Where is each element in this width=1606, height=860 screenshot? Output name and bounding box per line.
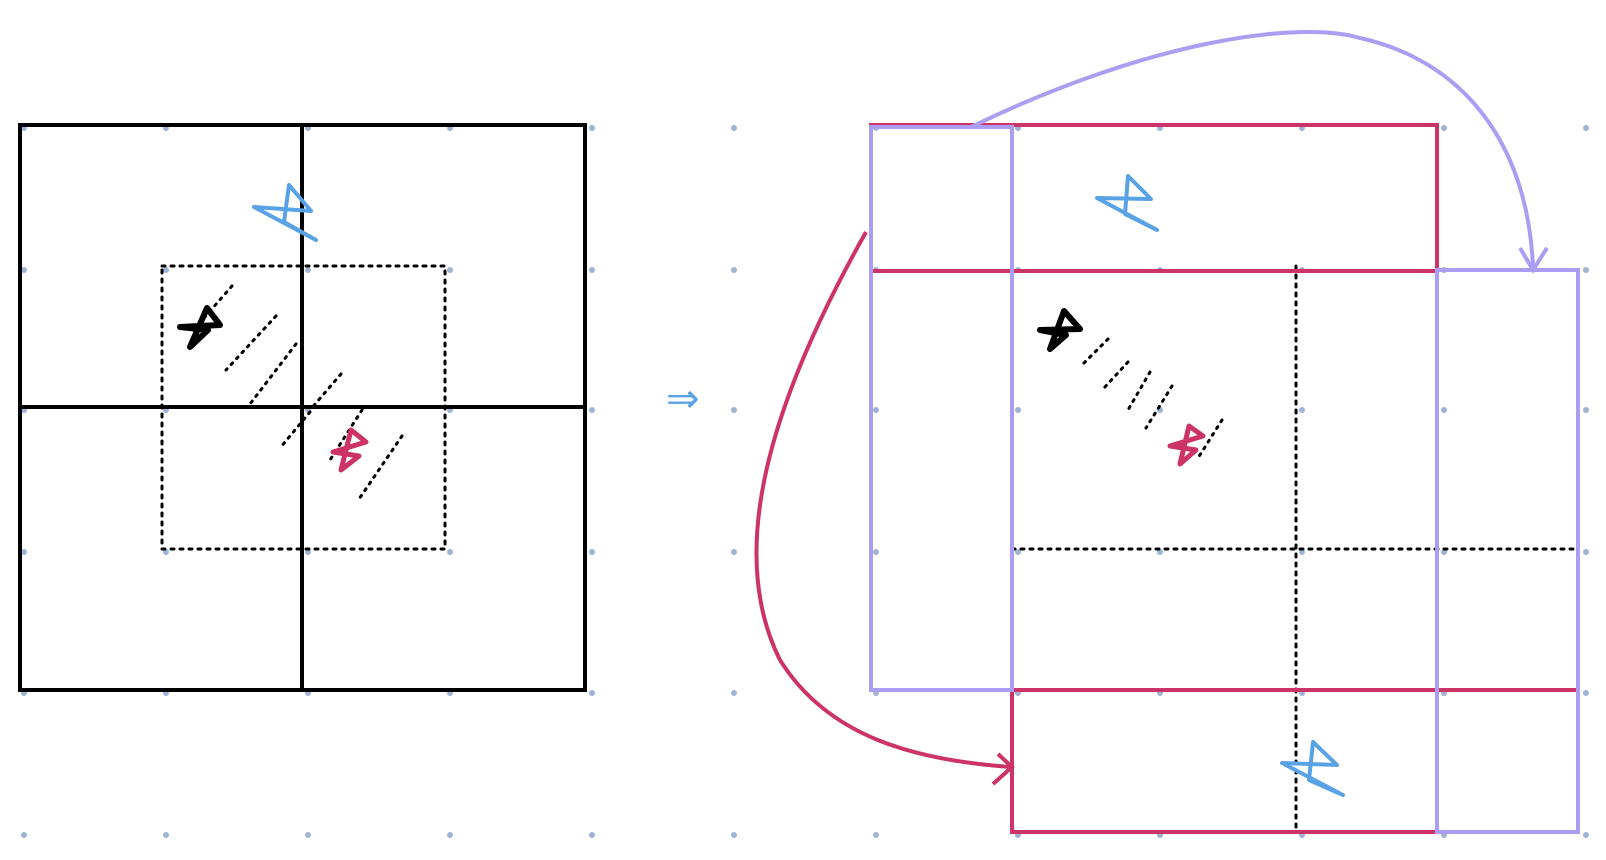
grid-dot — [1441, 407, 1447, 413]
grid-dot — [589, 125, 595, 131]
hatch-line — [1080, 337, 1110, 367]
hatch-line — [1144, 384, 1174, 430]
black-star-icon — [1037, 308, 1083, 352]
black-star-icon — [177, 305, 223, 350]
grid-dot — [589, 690, 595, 696]
right-panel — [754, 29, 1580, 834]
crimson-top-strip — [869, 123, 1439, 273]
red-star-icon — [1167, 423, 1206, 467]
grid-dot — [731, 267, 737, 273]
left-panel — [18, 123, 587, 692]
crimson-curved-arrow — [754, 231, 1011, 769]
grid-dot — [731, 549, 737, 555]
grid-dot — [1583, 407, 1589, 413]
grid-dot — [731, 832, 737, 838]
hatch-line — [308, 372, 343, 412]
hatch-line — [1126, 370, 1152, 412]
grid-dot — [21, 267, 27, 273]
purple-arrowhead-icon — [1518, 246, 1549, 274]
hatch-line — [355, 434, 404, 504]
grid-dot — [731, 125, 737, 131]
grid-dot — [731, 690, 737, 696]
hatch-line — [224, 314, 278, 372]
grid-dot — [1583, 549, 1589, 555]
grid-dot — [447, 832, 453, 838]
grid-dot — [589, 407, 595, 413]
hatch-line — [1196, 418, 1224, 460]
grid-dot — [589, 832, 595, 838]
grid-dot — [1583, 125, 1589, 131]
grid-dot — [305, 832, 311, 838]
diagonal-hatching — [1080, 337, 1224, 460]
blue-star-icon — [252, 183, 318, 242]
red-star-icon — [330, 427, 369, 473]
grid-dot — [21, 549, 27, 555]
grid-dot — [447, 267, 453, 273]
grid-dot — [1015, 549, 1021, 555]
grid-dot — [163, 832, 169, 838]
hatch-line — [278, 410, 312, 450]
grid-dot — [305, 267, 311, 273]
grid-dot — [1441, 125, 1447, 131]
hatch-line — [248, 342, 298, 406]
grid-dot — [1583, 690, 1589, 696]
grid-dot — [873, 832, 879, 838]
purple-right-strip — [1435, 268, 1580, 834]
grid-dot — [21, 832, 27, 838]
purple-curved-arrow — [970, 29, 1535, 269]
purple-left-strip — [869, 125, 1014, 692]
hatch-line — [1102, 360, 1130, 390]
grid-dot — [447, 549, 453, 555]
grid-dot — [873, 549, 879, 555]
crimson-arrowhead-icon — [991, 752, 1015, 786]
blue-star-bottom-icon — [1280, 740, 1345, 797]
grid-dot — [589, 267, 595, 273]
grid-dot — [873, 407, 879, 413]
blue-star-top-icon — [1095, 174, 1159, 232]
grid-dot — [589, 549, 595, 555]
dotted-center-square — [160, 264, 447, 551]
grid-dot — [163, 267, 169, 273]
grid-dot — [1015, 407, 1021, 413]
grid-dot — [1299, 407, 1305, 413]
transition-arrow-icon: ⇒ — [666, 376, 700, 422]
grid-dot — [731, 407, 737, 413]
background-dot-grid — [21, 125, 1589, 838]
grid-dot — [1583, 832, 1589, 838]
grid-dot — [1583, 267, 1589, 273]
